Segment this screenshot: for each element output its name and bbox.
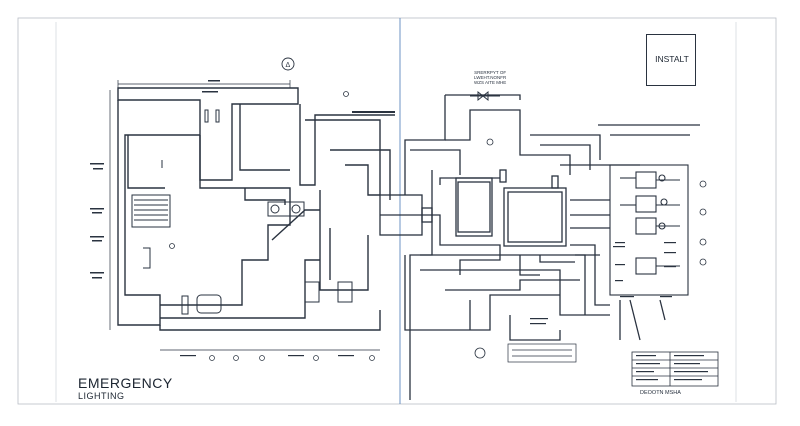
- bottom-labels: [180, 355, 354, 357]
- title-block-text: [636, 355, 708, 381]
- panel-markers: [474, 138, 707, 359]
- note-line-1: SRERRPYT OF: [474, 70, 507, 75]
- note-line-3: WZS AITE MHE: [474, 80, 507, 85]
- control-panel: [609, 164, 689, 296]
- left-floor-plan: [117, 87, 395, 331]
- right-piping: [404, 94, 700, 400]
- title-block: [631, 351, 719, 387]
- dimension-line-top: [109, 80, 291, 330]
- title-block-caption: DEOOTN MSHA: [640, 390, 681, 396]
- marker-glyph: Δ: [286, 62, 291, 69]
- left-fixtures: [131, 109, 395, 315]
- panel-labels: [530, 242, 676, 325]
- note-line-2: LWEHT.NONFR: [474, 75, 507, 80]
- equipment-blocks: [455, 169, 567, 247]
- drawing-title: EMERGENCY: [78, 375, 173, 391]
- drawing-subtitle: LIGHTING: [78, 391, 125, 401]
- bottom-callouts: [160, 343, 577, 363]
- sheet-border: [17, 17, 777, 405]
- valve-symbol: [470, 90, 500, 102]
- install-stamp: INSTALT: [646, 34, 696, 86]
- warning-marker: Δ: [169, 57, 349, 249]
- left-side-labels: [90, 80, 220, 279]
- top-center-note: SRERRPYT OF LWEHT.NONFR WZS AITE MHE: [474, 70, 506, 85]
- stamp-label: INSTALT: [655, 54, 689, 64]
